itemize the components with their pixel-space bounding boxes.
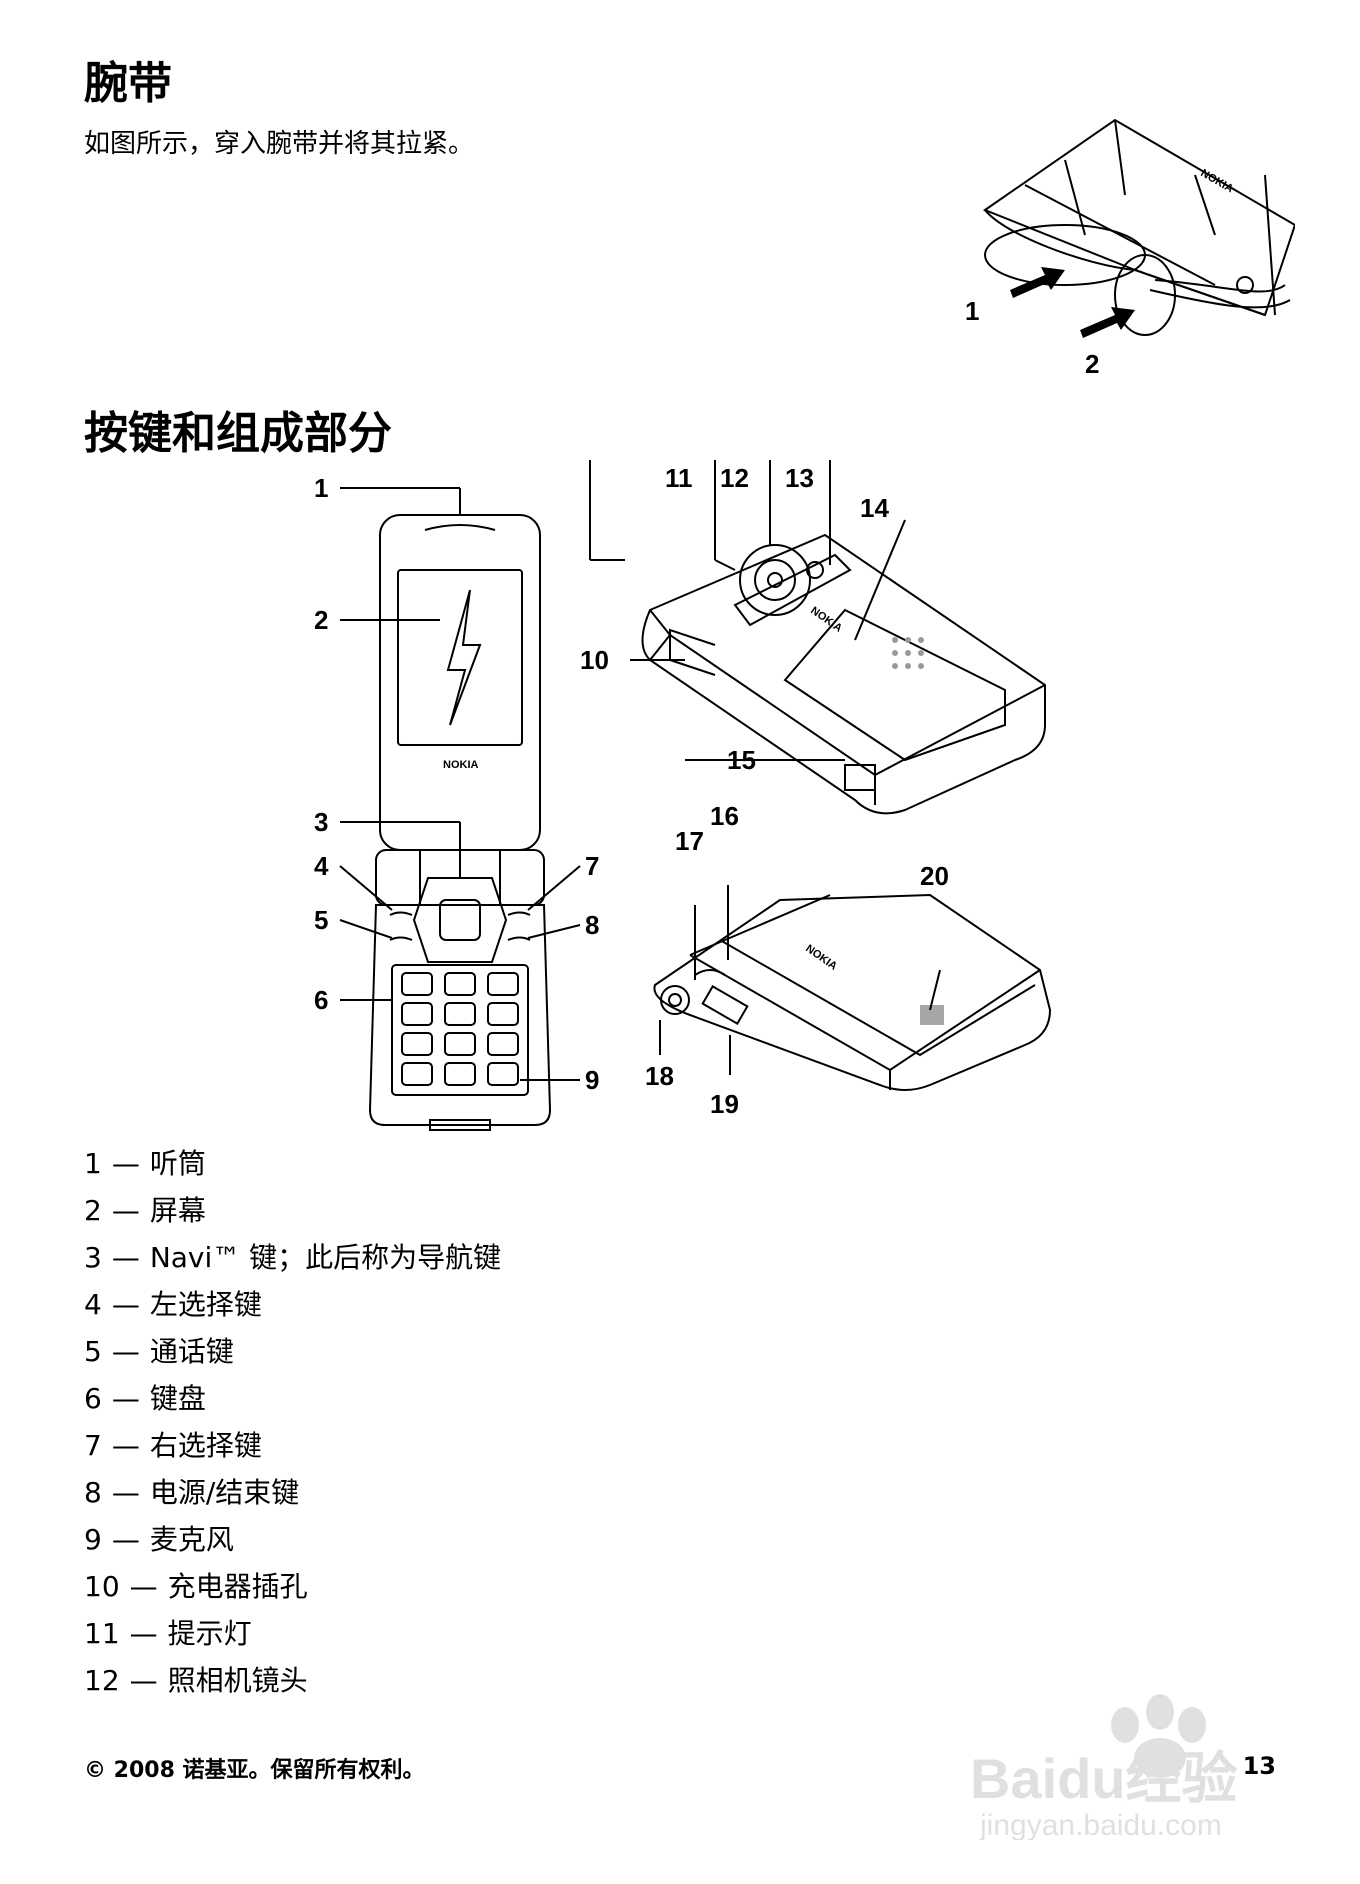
list-item: 4 — 左选择键 [84,1281,501,1328]
label-3: 3 [314,807,328,837]
item-dash: — [111,1288,140,1321]
item-text: Navi™ 键；此后称为导航键 [149,1241,502,1274]
item-number: 11 [84,1617,120,1650]
phone-back-figure: NOKIA 11 12 13 14 10 15 [575,460,1065,820]
item-dash: — [111,1147,140,1180]
item-text: 右选择键 [149,1429,262,1462]
item-dash: — [111,1476,140,1509]
list-item: 2 — 屏幕 [84,1187,501,1234]
label-11: 11 [665,463,693,493]
item-number: 12 [84,1664,120,1697]
label-5: 5 [314,905,328,935]
label-12: 12 [720,463,749,493]
item-text: 电源/结束键 [149,1476,300,1509]
strap-callout-1: 1 [965,296,979,326]
label-8: 8 [585,910,599,940]
label-13: 13 [785,463,814,493]
item-number: 3 [84,1241,102,1274]
list-item: 9 — 麦克风 [84,1516,501,1563]
label-9: 9 [585,1065,599,1095]
item-text: 充电器插孔 [167,1570,308,1603]
item-dash: — [111,1382,140,1415]
strap-heading: 腕带 [84,58,172,109]
label-4: 4 [314,851,329,881]
phone-closed-figure: NOKIA 16 17 18 19 20 [630,795,1070,1135]
item-dash: — [129,1570,158,1603]
list-item: 1 — 听筒 [84,1140,501,1187]
item-text: 照相机镜头 [167,1664,308,1697]
list-item: 6 — 键盘 [84,1375,501,1422]
item-dash: — [129,1617,158,1650]
list-item: 7 — 右选择键 [84,1422,501,1469]
list-item: 8 — 电源/结束键 [84,1469,501,1516]
list-item: 12 — 照相机镜头 [84,1657,501,1704]
list-item: 11 — 提示灯 [84,1610,501,1657]
item-number: 2 [84,1194,102,1227]
item-number: 9 [84,1523,102,1556]
baidu-watermark: Baidu经验 jingyan.baidu.com [960,1690,1280,1844]
item-number: 4 [84,1288,102,1321]
item-text: 通话键 [149,1335,234,1368]
label-16: 16 [710,801,739,831]
keys-heading: 按键和组成部分 [84,408,392,459]
strap-brand-mark: NOKIA [1199,167,1236,195]
item-text: 左选择键 [149,1288,262,1321]
item-number: 6 [84,1382,102,1415]
item-number: 10 [84,1570,120,1603]
item-dash: — [111,1523,140,1556]
label-6: 6 [314,985,328,1015]
page-number: 13 [1242,1752,1276,1780]
label-7: 7 [585,851,599,881]
label-10: 10 [580,645,609,675]
item-dash: — [129,1664,158,1697]
label-18: 18 [645,1061,674,1091]
parts-list: 1 — 听筒 2 — 屏幕 3 — Navi™ 键；此后称为导航键 4 — 左选择键 5 — 通话键… [84,1140,501,1704]
label-20: 20 [920,861,949,891]
item-number: 7 [84,1429,102,1462]
item-text: 麦克风 [149,1523,234,1556]
phone-front-figure: NOKIA 1 2 3 4 5 6 7 8 9 [300,470,620,1140]
watermark-logo: Baidu经验 [970,1747,1238,1810]
label-14: 14 [860,493,889,523]
label-1: 1 [314,473,328,503]
watermark-url: jingyan.baidu.com [979,1809,1222,1840]
label-15: 15 [727,745,756,775]
item-dash: — [111,1335,140,1368]
item-text: 键盘 [149,1382,206,1415]
label-17: 17 [675,826,704,856]
strap-figure: NOKIA 1 2 [965,115,1295,375]
front-brand-mark: NOKIA [443,759,479,771]
list-item: 10 — 充电器插孔 [84,1563,501,1610]
strap-instruction: 如图所示，穿入腕带并将其拉紧。 [84,129,475,159]
list-item: 5 — 通话键 [84,1328,501,1375]
copyright-footer: © 2008 诺基亚。保留所有权利。 [84,1758,425,1783]
closed-brand-mark: NOKIA [803,943,839,973]
item-dash: — [111,1429,140,1462]
item-text: 提示灯 [167,1617,252,1650]
item-number: 1 [84,1147,102,1180]
item-dash: — [111,1241,140,1274]
item-text: 听筒 [149,1147,206,1180]
back-brand-mark-top: NOKIA [808,605,844,635]
item-dash: — [111,1194,140,1227]
item-number: 8 [84,1476,102,1509]
item-text: 屏幕 [149,1194,206,1227]
item-number: 5 [84,1335,102,1368]
strap-callout-2: 2 [1085,349,1099,375]
label-2: 2 [314,605,328,635]
list-item: 3 — Navi™ 键；此后称为导航键 [84,1234,501,1281]
label-19: 19 [710,1089,739,1119]
